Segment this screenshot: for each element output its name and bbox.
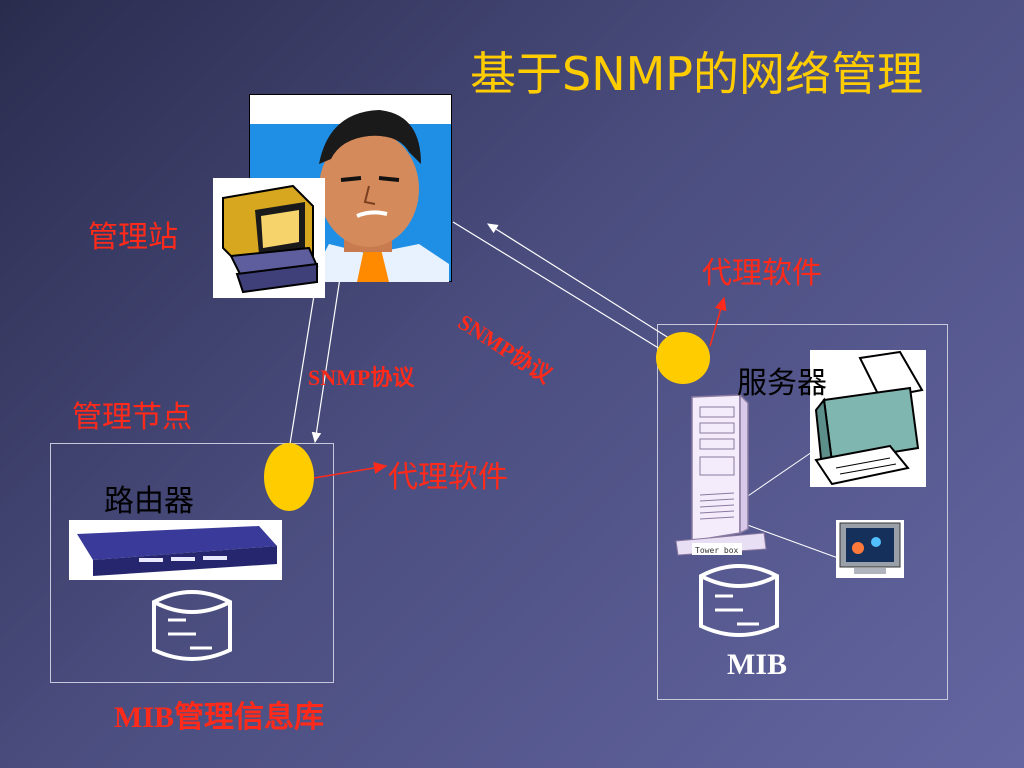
printer-icon	[810, 350, 926, 487]
agent-arrow-left	[313, 462, 388, 479]
managed-node-label: 管理节点	[72, 400, 192, 435]
agent-software-label-top: 代理软件	[702, 256, 822, 291]
router-icon	[69, 520, 282, 580]
snmp-line-diag-b	[486, 223, 673, 341]
mib-database-icon-left	[152, 590, 232, 661]
mib-label-right: MIB	[727, 648, 787, 681]
server-monitor-line	[741, 522, 839, 559]
agent-arrow-right	[709, 296, 727, 347]
snmp-protocol-label-vertical: SNMP协议	[308, 365, 415, 390]
page-title: 基于SNMP的网络管理	[470, 47, 924, 101]
server-box	[657, 324, 948, 700]
tower-server-icon: Tower box	[675, 393, 767, 556]
router-label: 路由器	[104, 484, 194, 519]
mib-database-icon-right	[699, 564, 779, 637]
agent-dot-server	[656, 332, 710, 384]
snmp-line-vert-b	[311, 257, 344, 444]
tower-box-label: Tower box	[695, 546, 739, 555]
snmp-line-diag-a	[452, 221, 666, 353]
server-printer-line	[741, 451, 813, 501]
monitor-icon	[836, 520, 904, 578]
agent-dot-router	[264, 443, 314, 511]
workstation-computer-icon	[213, 178, 325, 298]
managed-node-box	[50, 443, 334, 683]
agent-software-label-left: 代理软件	[388, 460, 508, 495]
management-station-label: 管理站	[88, 220, 178, 255]
mib-label-left: MIB管理信息库	[114, 701, 324, 734]
snmp-line-vert-a	[289, 282, 317, 445]
server-label: 服务器	[737, 366, 827, 401]
